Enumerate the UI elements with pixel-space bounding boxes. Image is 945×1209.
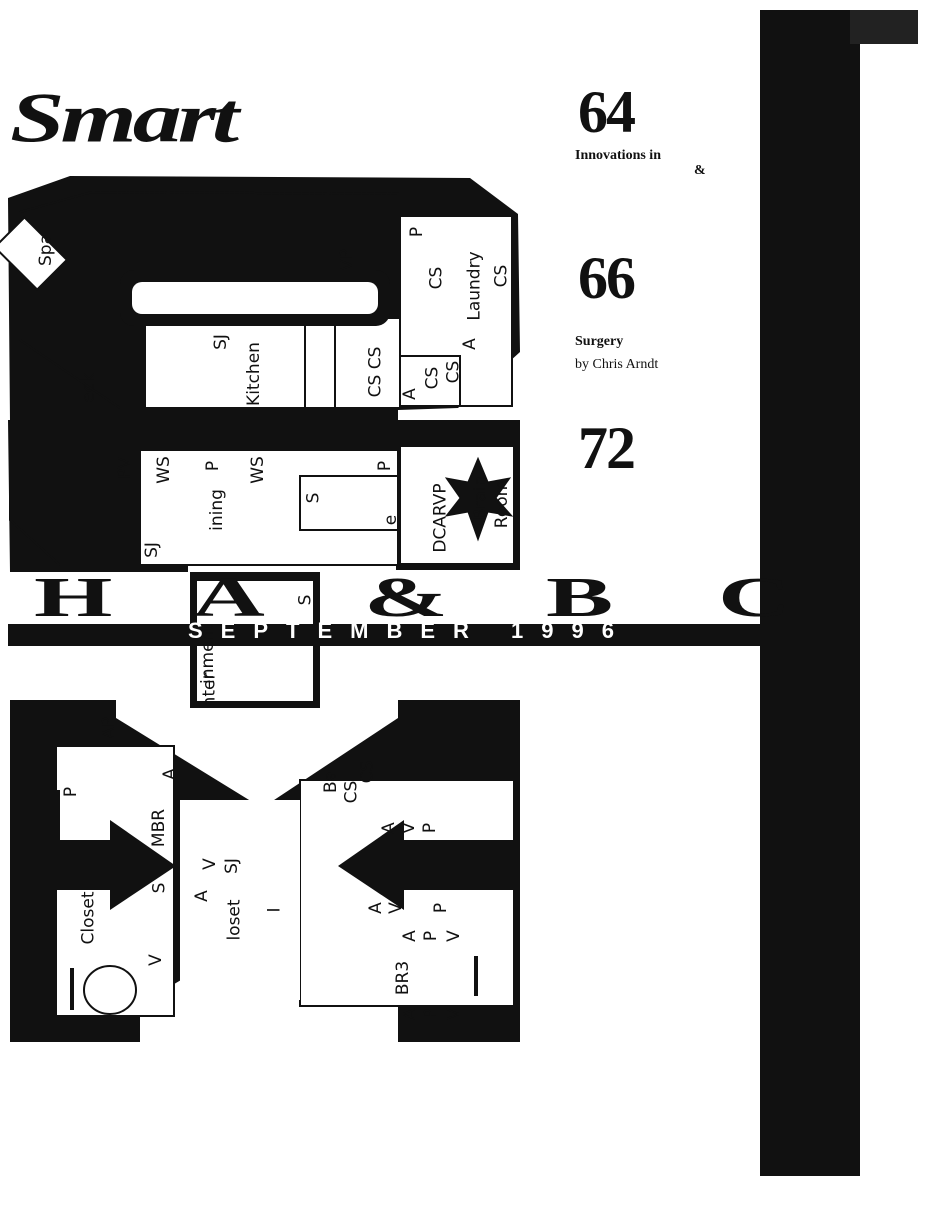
label-dining: ining bbox=[206, 489, 227, 531]
label-v5: V bbox=[443, 930, 464, 942]
toc-line-author: by Chris Arndt bbox=[575, 357, 659, 372]
toc-line-ampersand: & bbox=[694, 163, 706, 178]
label-p2: P bbox=[203, 460, 224, 472]
label-closet2: loset bbox=[224, 899, 245, 941]
toc-number-64: 64 bbox=[578, 79, 636, 145]
label-a8: A bbox=[399, 1008, 420, 1020]
label-room: Room bbox=[492, 479, 513, 529]
label-cs4: CS bbox=[443, 360, 464, 384]
label-s3: S bbox=[149, 882, 170, 894]
label-sj3: SJ bbox=[221, 858, 242, 874]
label-kitchen: Kitchen bbox=[243, 342, 264, 406]
label-ws1: WS bbox=[153, 456, 174, 484]
label-e1: e bbox=[381, 514, 402, 526]
label-vp: VP bbox=[336, 249, 357, 271]
label-p6: P bbox=[431, 902, 452, 914]
label-closet1: Closet bbox=[78, 891, 99, 945]
label-cs1: CS bbox=[426, 266, 447, 290]
label-p3: P bbox=[375, 460, 396, 472]
label-cs2: CS bbox=[491, 264, 512, 288]
label-cscs: CS CS bbox=[365, 346, 386, 398]
banner-letter-h: H bbox=[34, 567, 113, 629]
toc-number-72: 72 bbox=[578, 415, 636, 481]
label-a6: A bbox=[365, 902, 386, 914]
label-mbr: MBR bbox=[149, 808, 170, 848]
label-ba: Ba bbox=[321, 770, 342, 794]
toc-line-surgery: Surgery bbox=[575, 334, 624, 349]
label-sj1: SJ bbox=[210, 334, 231, 350]
label-deck: eck bbox=[78, 373, 99, 403]
label-v3: V bbox=[385, 902, 406, 914]
label-v2: V bbox=[199, 858, 220, 870]
issue-month: SEPTEMBER 1996 bbox=[188, 618, 632, 643]
label-p5: P bbox=[420, 822, 441, 834]
label-s2: S bbox=[295, 594, 316, 606]
label-p7: P bbox=[421, 930, 442, 942]
label-a2: A bbox=[399, 388, 420, 400]
label-center: nter bbox=[199, 672, 220, 708]
label-v1: V bbox=[398, 822, 419, 834]
label-cs6: CS bbox=[357, 760, 378, 784]
label-i1: I bbox=[264, 907, 285, 913]
lower-plan bbox=[10, 700, 520, 1042]
label-ap: AP bbox=[98, 717, 119, 739]
label-p8: P bbox=[421, 1008, 442, 1020]
banner-letter-a: A bbox=[192, 567, 265, 629]
top-right-tab bbox=[850, 10, 918, 44]
label-brain: Brain bbox=[470, 475, 491, 521]
upper-plan bbox=[0, 176, 520, 422]
label-pv: PV bbox=[114, 457, 135, 479]
label-br3: BR3 bbox=[393, 960, 414, 996]
banner-letter-amp: & bbox=[364, 567, 448, 629]
banner-letter-c: C bbox=[718, 567, 791, 629]
label-sj2: SJ bbox=[141, 542, 162, 558]
label-dcarvp: DCARVP bbox=[430, 483, 451, 553]
toc-number-66: 66 bbox=[578, 245, 636, 311]
label-p4: P bbox=[61, 786, 82, 798]
label-a4: A bbox=[378, 822, 399, 834]
label-spa: Spa bbox=[36, 234, 56, 266]
label-a7: A bbox=[399, 930, 420, 942]
banner-stripe bbox=[8, 624, 760, 646]
label-a5: A bbox=[191, 890, 212, 902]
label-cs5: CS bbox=[341, 780, 362, 804]
label-v4: V bbox=[145, 954, 166, 966]
label-cs3: CS bbox=[422, 366, 443, 390]
label-p1: P bbox=[407, 226, 428, 238]
label-ws2: WS bbox=[247, 456, 268, 484]
label-a1: A bbox=[459, 338, 480, 350]
label-v6: V bbox=[443, 1008, 464, 1020]
label-s1: S bbox=[303, 492, 324, 504]
right-black-bar bbox=[760, 10, 860, 1176]
label-a3: A bbox=[159, 768, 180, 780]
label-laundry: Laundry bbox=[464, 251, 485, 321]
magazine-title: Smart bbox=[10, 79, 239, 158]
toc-line-innovations: Innovations in bbox=[575, 148, 661, 163]
banner-letter-b: B bbox=[546, 567, 614, 629]
